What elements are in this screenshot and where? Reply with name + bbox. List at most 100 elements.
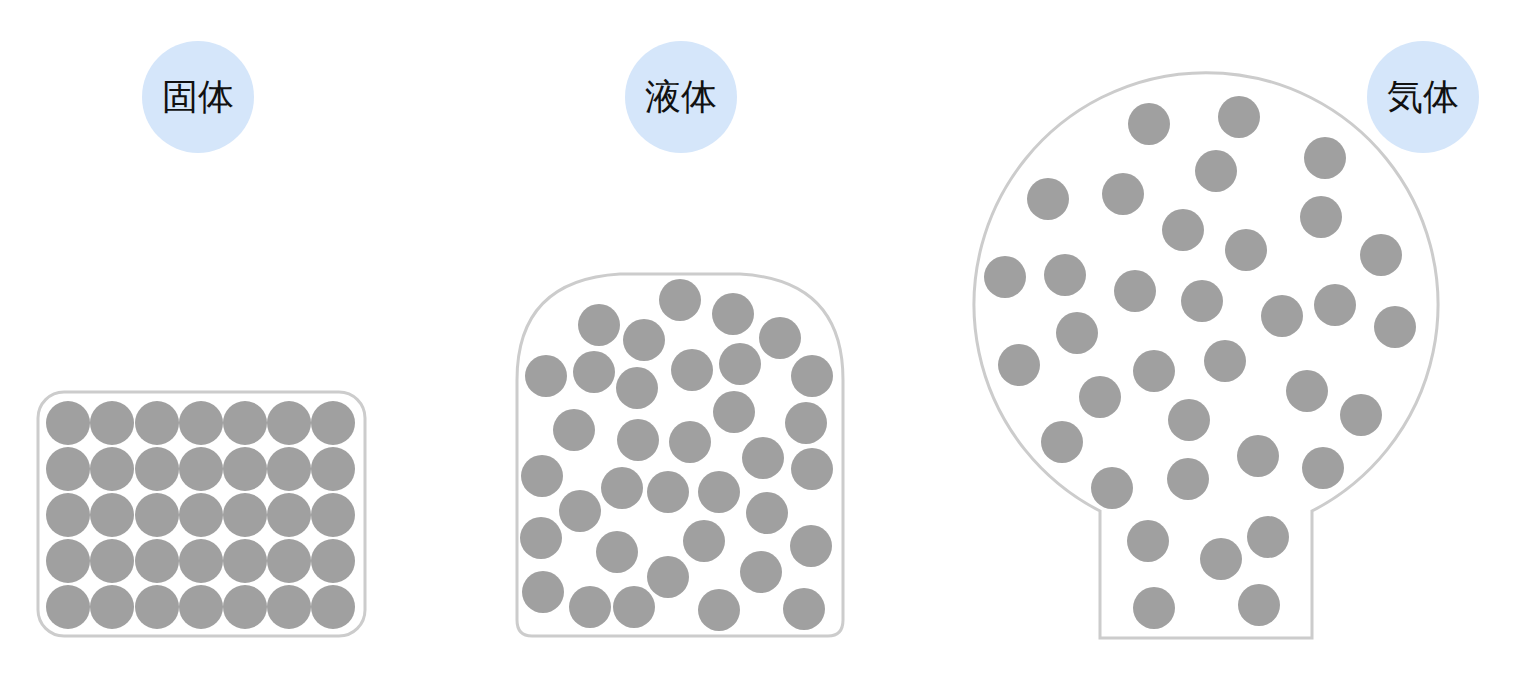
particle xyxy=(46,447,90,491)
particle xyxy=(1302,447,1344,489)
state-label-circle: 気体 xyxy=(1367,41,1479,153)
particle xyxy=(1304,137,1346,179)
particle xyxy=(1300,196,1342,238)
particle xyxy=(1127,520,1169,562)
particle xyxy=(179,493,223,537)
particle xyxy=(179,447,223,491)
particle xyxy=(223,539,267,583)
particle xyxy=(90,447,134,491)
particle xyxy=(1168,399,1210,441)
particle xyxy=(1286,370,1328,412)
particle xyxy=(1238,584,1280,626)
particle xyxy=(1133,350,1175,392)
particle xyxy=(647,556,689,598)
particle xyxy=(1114,270,1156,312)
particle xyxy=(520,517,562,559)
particle xyxy=(525,355,567,397)
solid-container xyxy=(38,392,365,636)
particle xyxy=(647,471,689,513)
particle xyxy=(223,493,267,537)
particle xyxy=(791,448,833,490)
particle xyxy=(179,539,223,583)
particle xyxy=(984,256,1026,298)
particle xyxy=(311,585,355,629)
particle xyxy=(1195,150,1237,192)
particle xyxy=(521,455,563,497)
particle xyxy=(791,355,833,397)
particle xyxy=(1056,312,1098,354)
particle xyxy=(623,319,665,361)
particle xyxy=(740,551,782,593)
particle xyxy=(311,401,355,445)
particle xyxy=(1237,435,1279,477)
particle xyxy=(46,401,90,445)
particle xyxy=(559,490,601,532)
particle xyxy=(671,349,713,391)
particle xyxy=(267,401,311,445)
particle xyxy=(90,401,134,445)
particle xyxy=(785,402,827,444)
particle xyxy=(311,539,355,583)
particle xyxy=(1374,306,1416,348)
label-circle-fill xyxy=(1367,41,1479,153)
particle xyxy=(1027,178,1069,220)
label-circle-fill xyxy=(142,41,254,153)
particle xyxy=(669,421,711,463)
particle xyxy=(1200,538,1242,580)
particle xyxy=(267,447,311,491)
particle xyxy=(1204,340,1246,382)
particle xyxy=(1167,458,1209,500)
particle xyxy=(1128,103,1170,145)
particle xyxy=(311,447,355,491)
state-label: 液体 xyxy=(645,79,717,115)
particle xyxy=(617,419,659,461)
liquid-container xyxy=(517,274,843,636)
particle xyxy=(1162,209,1204,251)
particle xyxy=(746,492,788,534)
particle xyxy=(179,401,223,445)
particle xyxy=(712,293,754,335)
particle xyxy=(90,493,134,537)
particle xyxy=(613,586,655,628)
particle xyxy=(719,343,761,385)
particle xyxy=(223,447,267,491)
particle xyxy=(90,585,134,629)
particle xyxy=(742,437,784,479)
particle xyxy=(135,493,179,537)
particle xyxy=(698,471,740,513)
particle xyxy=(1181,280,1223,322)
particle xyxy=(698,589,740,631)
particle xyxy=(1340,394,1382,436)
particle xyxy=(1041,421,1083,463)
state-label-circle: 固体 xyxy=(142,41,254,153)
particle xyxy=(790,525,832,567)
particle xyxy=(1044,254,1086,296)
particle xyxy=(998,344,1040,386)
particle xyxy=(1091,467,1133,509)
particle xyxy=(135,447,179,491)
particle xyxy=(569,586,611,628)
particle xyxy=(135,539,179,583)
particle xyxy=(596,531,638,573)
particle xyxy=(135,401,179,445)
gas-container xyxy=(974,73,1438,638)
particle xyxy=(573,351,615,393)
particle xyxy=(1247,516,1289,558)
particle xyxy=(1225,229,1267,271)
particle xyxy=(46,539,90,583)
particle xyxy=(1360,234,1402,276)
particle xyxy=(267,585,311,629)
state-label: 固体 xyxy=(162,79,234,115)
particle xyxy=(578,304,620,346)
particle xyxy=(223,585,267,629)
particle xyxy=(616,367,658,409)
particle xyxy=(1102,173,1144,215)
particle xyxy=(311,493,355,537)
particle xyxy=(90,539,134,583)
particle xyxy=(1261,295,1303,337)
particle xyxy=(135,585,179,629)
particle xyxy=(46,493,90,537)
particle xyxy=(1314,284,1356,326)
particle xyxy=(783,588,825,630)
particle xyxy=(267,539,311,583)
